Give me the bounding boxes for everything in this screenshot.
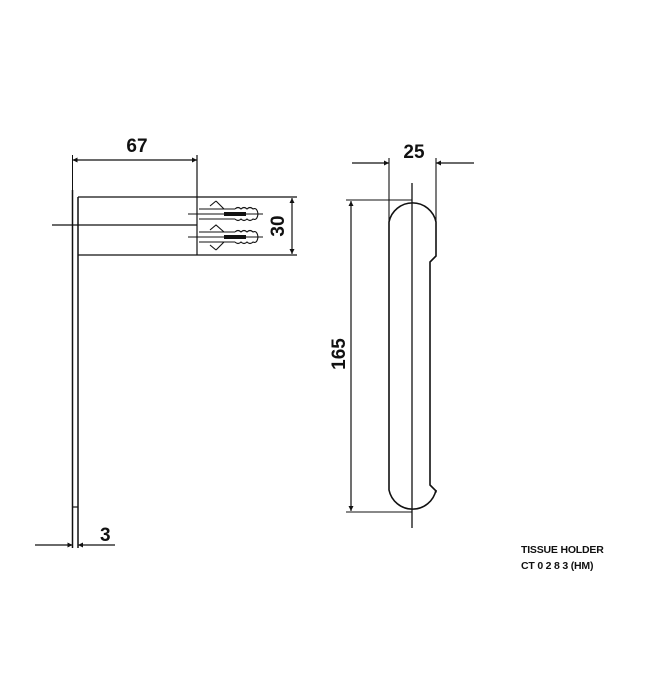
front-view bbox=[346, 158, 474, 528]
side-view bbox=[35, 155, 297, 548]
product-name: TISSUE HOLDER bbox=[521, 544, 604, 556]
wall-anchor-top bbox=[188, 200, 263, 222]
dimension-label-165: 165 bbox=[329, 338, 350, 370]
dimension-label-30: 30 bbox=[268, 215, 289, 236]
dimension-label-25: 25 bbox=[403, 142, 425, 163]
holder-outline bbox=[388, 202, 437, 510]
dimension-label-3: 3 bbox=[100, 525, 111, 546]
product-code: CT 0 2 8 3 (HM) bbox=[521, 560, 594, 572]
wall-anchor-bottom bbox=[188, 224, 263, 251]
title-block: TISSUE HOLDER CT 0 2 8 3 (HM) bbox=[521, 542, 604, 574]
dimension-label-67: 67 bbox=[126, 136, 147, 157]
